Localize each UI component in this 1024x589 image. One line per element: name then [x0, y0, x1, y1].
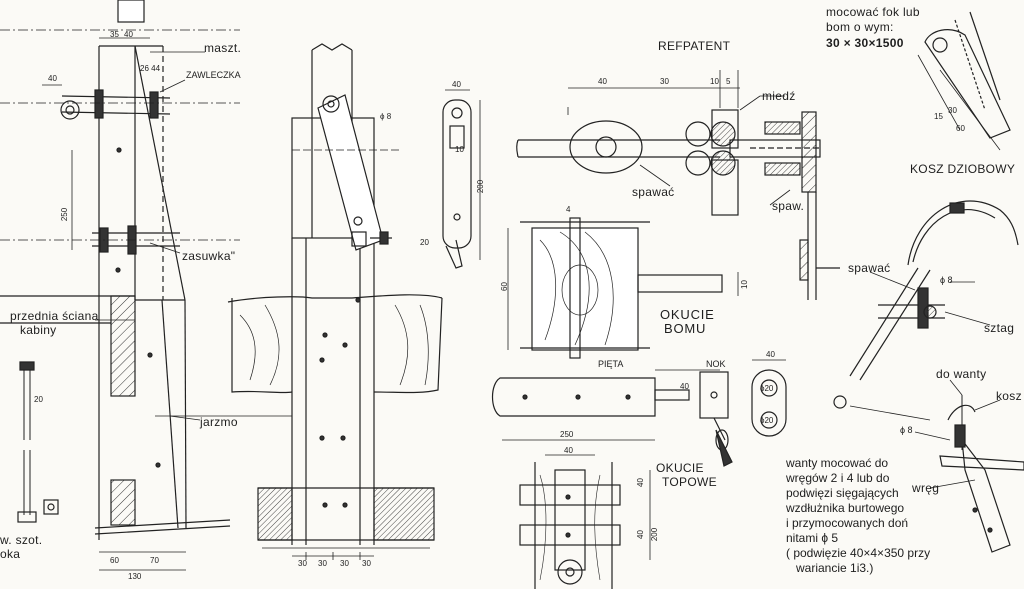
dim-30-fok: 30 — [948, 106, 957, 115]
wanty-note-line: wariancie 1i3.) — [796, 561, 874, 575]
dim-10: 10 — [455, 145, 464, 154]
fok-mount-detail — [917, 11, 1011, 151]
label-kabiny: kabiny — [20, 323, 57, 337]
dim-40-top-c: 40 — [564, 446, 573, 455]
dim-fi20-b: ϕ20 — [760, 416, 774, 425]
label-mocowac-1: mocować fok lub — [826, 5, 920, 19]
dim-60: 60 — [110, 556, 119, 565]
label-fi8-a: ϕ 8 — [940, 275, 953, 285]
dim-250: 250 — [60, 207, 70, 222]
label-oka: oka — [0, 547, 21, 561]
dim-15: 15 — [934, 112, 943, 121]
wanty-note-line: podwięzi sięgających — [786, 486, 899, 500]
wanty-note-line: ( podwięzie 40×4×350 przy — [786, 546, 931, 560]
dim-30-d: 30 — [362, 559, 371, 568]
label-okucie-bomu-2: BOMU — [664, 321, 707, 336]
label-spaw: spaw. — [772, 199, 805, 213]
dim-40-nok: 40 — [680, 382, 689, 391]
wanty-note: wanty mocować do wręgów 2 i 4 lub do pod… — [786, 456, 930, 576]
label-refpatent: REFPATENT — [658, 39, 731, 53]
dim-40-ref: 40 — [598, 77, 607, 86]
label-kosz-dziobowy: KOSZ DZIOBOWY — [910, 162, 1016, 176]
label-maszt: maszt. — [204, 41, 242, 55]
label-mocowac-3: 30 × 30×1500 — [826, 36, 904, 50]
okucie-bomu-detail — [507, 217, 739, 359]
dim-4-bom: 4 — [566, 205, 571, 214]
label-miedz: miedź — [762, 89, 796, 103]
label-nok: NOK — [706, 359, 726, 369]
label-spawac-2: spawać — [848, 261, 891, 275]
dim-40-top-b: 40 — [635, 530, 645, 539]
dim-10-ref: 10 — [710, 77, 719, 86]
dim-60-fok: 60 — [956, 124, 965, 133]
dim-fi20-a: ϕ20 — [760, 384, 774, 393]
dim-250-pieta: 250 — [560, 430, 574, 439]
label-spawac-1: spawać — [632, 185, 675, 199]
dim-35: 35 — [110, 30, 119, 39]
label-mocowac-2: bom o wym: — [826, 20, 894, 34]
arm-detail — [442, 89, 481, 269]
wanty-note-line: wanty mocować do — [786, 456, 889, 470]
label-sztag: sztag — [984, 321, 1015, 335]
dim-200: 200 — [476, 179, 486, 194]
dim-5-ref: 5 — [726, 77, 731, 86]
label-w-szot: w. szot. — [0, 533, 43, 547]
dim-20: 20 — [34, 395, 43, 404]
dim-70: 70 — [150, 556, 159, 565]
okucie-topowe-detail — [519, 454, 651, 589]
dim-40: 40 — [124, 30, 133, 39]
dim-60-bom: 60 — [499, 282, 509, 291]
dim-130: 130 — [128, 572, 142, 581]
dim-40-left: 40 — [48, 74, 57, 83]
label-okucie-topowe-1: OKUCIE — [656, 461, 704, 475]
mast-front-view — [155, 43, 443, 560]
refpatent-detail — [516, 70, 840, 300]
label-przednia-sciana: przednia ściana — [10, 309, 99, 323]
dim-40-plate: 40 — [766, 350, 775, 359]
label-jarzmo: jarzmo — [200, 415, 238, 429]
label-kosz: kosz — [996, 389, 1022, 403]
dim-200-top: 200 — [650, 527, 660, 542]
wanty-note-line: i przymocowanych doń — [786, 516, 909, 530]
label-pieta: PIĘTA — [598, 359, 624, 369]
wanty-note-line: wręgów 2 i 4 lub do — [786, 471, 890, 485]
wanty-note-line: wzdłużnika burtowego — [786, 501, 905, 515]
dim-30-ref: 30 — [660, 77, 669, 86]
label-zasuwka: zasuwka" — [182, 249, 236, 263]
dim-30-a: 30 — [298, 559, 307, 568]
pieta-detail — [491, 359, 787, 467]
dim-10-bom: 10 — [739, 280, 749, 289]
label-zawleczka: ZAWLECZKA — [186, 70, 241, 80]
kosz-dziobowy-detail — [833, 200, 1024, 553]
label-do-wanty: do wanty — [936, 367, 987, 381]
dim-20-arm: 20 — [420, 238, 429, 247]
label-okucie-bomu-1: OKUCIE — [660, 307, 715, 322]
label-fi8-b: ϕ 8 — [900, 425, 913, 435]
dim-40-top-a: 40 — [635, 478, 645, 487]
wanty-note-line: nitami ϕ 5 — [786, 531, 839, 545]
dim-30-c: 30 — [340, 559, 349, 568]
dim-fi8: ϕ 8 — [380, 112, 392, 121]
dim-26-44: 26 44 — [140, 64, 161, 73]
mast-side-view — [0, 0, 240, 571]
dim-30-b: 30 — [318, 559, 327, 568]
label-okucie-topowe-2: TOPOWE — [662, 475, 717, 489]
dim-40-arm: 40 — [452, 80, 461, 89]
label-wreg: wręg — [912, 481, 940, 495]
